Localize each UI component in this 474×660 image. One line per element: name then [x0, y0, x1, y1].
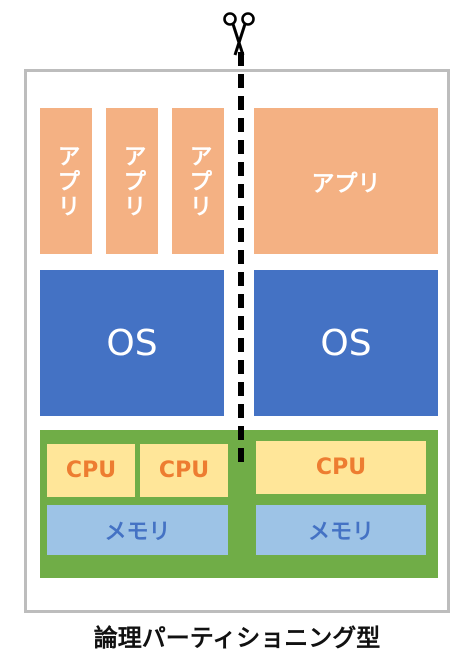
scissors-icon [223, 12, 255, 56]
partition-cut-line [238, 52, 244, 470]
right-os-block: OS [254, 270, 438, 416]
diagram-caption: 論理パーティショニング型 [93, 624, 381, 652]
left-app-2: アプリ [106, 108, 158, 254]
left-cpu-2: CPU [140, 444, 228, 497]
left-cpu-1: CPU [47, 444, 135, 497]
right-memory: メモリ [256, 505, 426, 555]
left-os-block: OS [40, 270, 224, 416]
left-app-1: アプリ [40, 108, 92, 254]
right-cpu: CPU [256, 441, 426, 494]
left-memory: メモリ [47, 505, 228, 555]
left-app-3: アプリ [172, 108, 224, 254]
right-app: アプリ [254, 108, 438, 254]
